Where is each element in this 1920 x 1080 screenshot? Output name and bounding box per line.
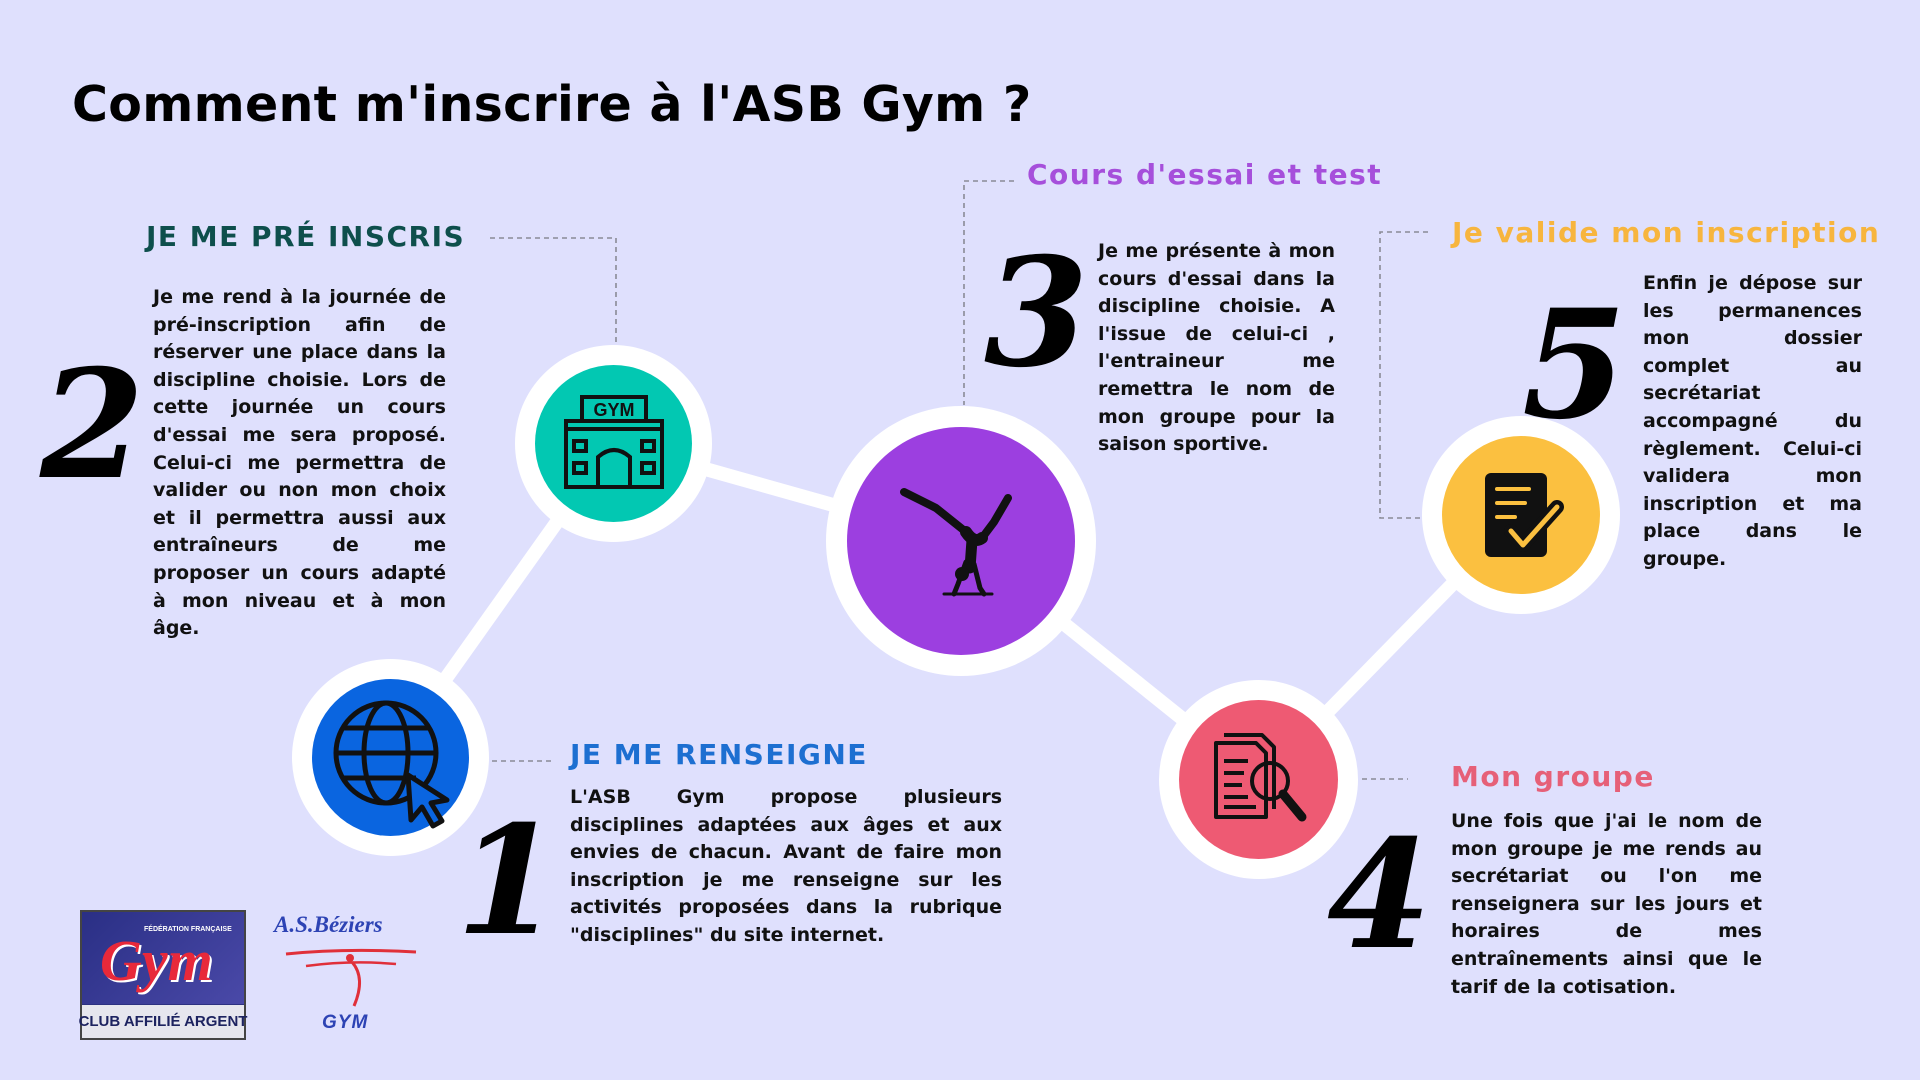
gym-sign-label: GYM: [593, 400, 634, 420]
ffg-logo-top-text: FÉDÉRATION FRANÇAISE: [144, 926, 232, 933]
step-2-heading: JE ME PRÉ INSCRIS: [146, 220, 466, 253]
ffg-logo-panel: [82, 912, 244, 1004]
page-title: Comment m'inscrire à l'ASB Gym ?: [72, 76, 1032, 133]
ffg-club-logo: FÉDÉRATION FRANÇAISE Gym CLUB AFFILIÉ AR…: [79, 910, 247, 1040]
step-1-circle: [292, 659, 489, 856]
checklist-icon: [1485, 473, 1564, 557]
step-1-icon-bg: [312, 679, 469, 836]
step-5-heading: Je valide mon inscription: [1452, 216, 1881, 249]
gymnast-handstand-icon: [900, 488, 1012, 597]
ffg-logo-bottom-text: CLUB AFFILIÉ ARGENT: [78, 1013, 248, 1030]
step-1-text: L'ASB Gym propose plusieurs disciplines …: [570, 786, 1002, 946]
ffg-logo-main-text: Gym: [100, 928, 213, 993]
step-4-text: Une fois que j'ai le nom de mon groupe j…: [1451, 810, 1762, 998]
step-3-number: 3: [984, 225, 1089, 401]
globe-cursor-icon: [333, 700, 449, 828]
step-2-number: 2: [40, 337, 145, 513]
asb-logo-top-text: A.S.Béziers: [274, 912, 383, 937]
step-4-heading: Mon groupe: [1451, 760, 1655, 793]
step-3-text: Je me présente à mon cours d'essai dans …: [1098, 240, 1335, 456]
document-search-icon: [1213, 732, 1306, 821]
step-5-number: 5: [1522, 277, 1627, 453]
step-2-icon-bg: GYM: [535, 365, 692, 522]
asb-beziers-logo: A.S.Béziers GYM: [270, 910, 430, 1042]
step-1-number: 1: [456, 793, 561, 969]
gymnast-ribbon-icon: [285, 948, 417, 1007]
step-1-heading: JE ME RENSEIGNE: [570, 738, 868, 771]
step-2-text: Je me rend à la journée de pré-inscripti…: [153, 286, 446, 640]
gym-building-icon: GYM: [563, 394, 664, 489]
step-3-heading: Cours d'essai et test: [1027, 158, 1383, 191]
step-3-icon-bg: [847, 427, 1075, 655]
step-2-circle: GYM: [515, 345, 712, 542]
step-5-icon-bg: [1442, 436, 1600, 594]
step-4-icon-bg: [1179, 700, 1338, 859]
ffg-logo-band: CLUB AFFILIÉ ARGENT: [79, 1005, 247, 1038]
step-4-circle: [1159, 680, 1358, 879]
asb-logo-bottom-text: GYM: [322, 1012, 369, 1033]
step-4-number: 4: [1327, 807, 1432, 983]
step-5-circle: [1422, 416, 1620, 614]
step-3-circle: [826, 406, 1096, 676]
step-5-text: Enfin je dépose sur les permanences mon …: [1643, 272, 1862, 570]
